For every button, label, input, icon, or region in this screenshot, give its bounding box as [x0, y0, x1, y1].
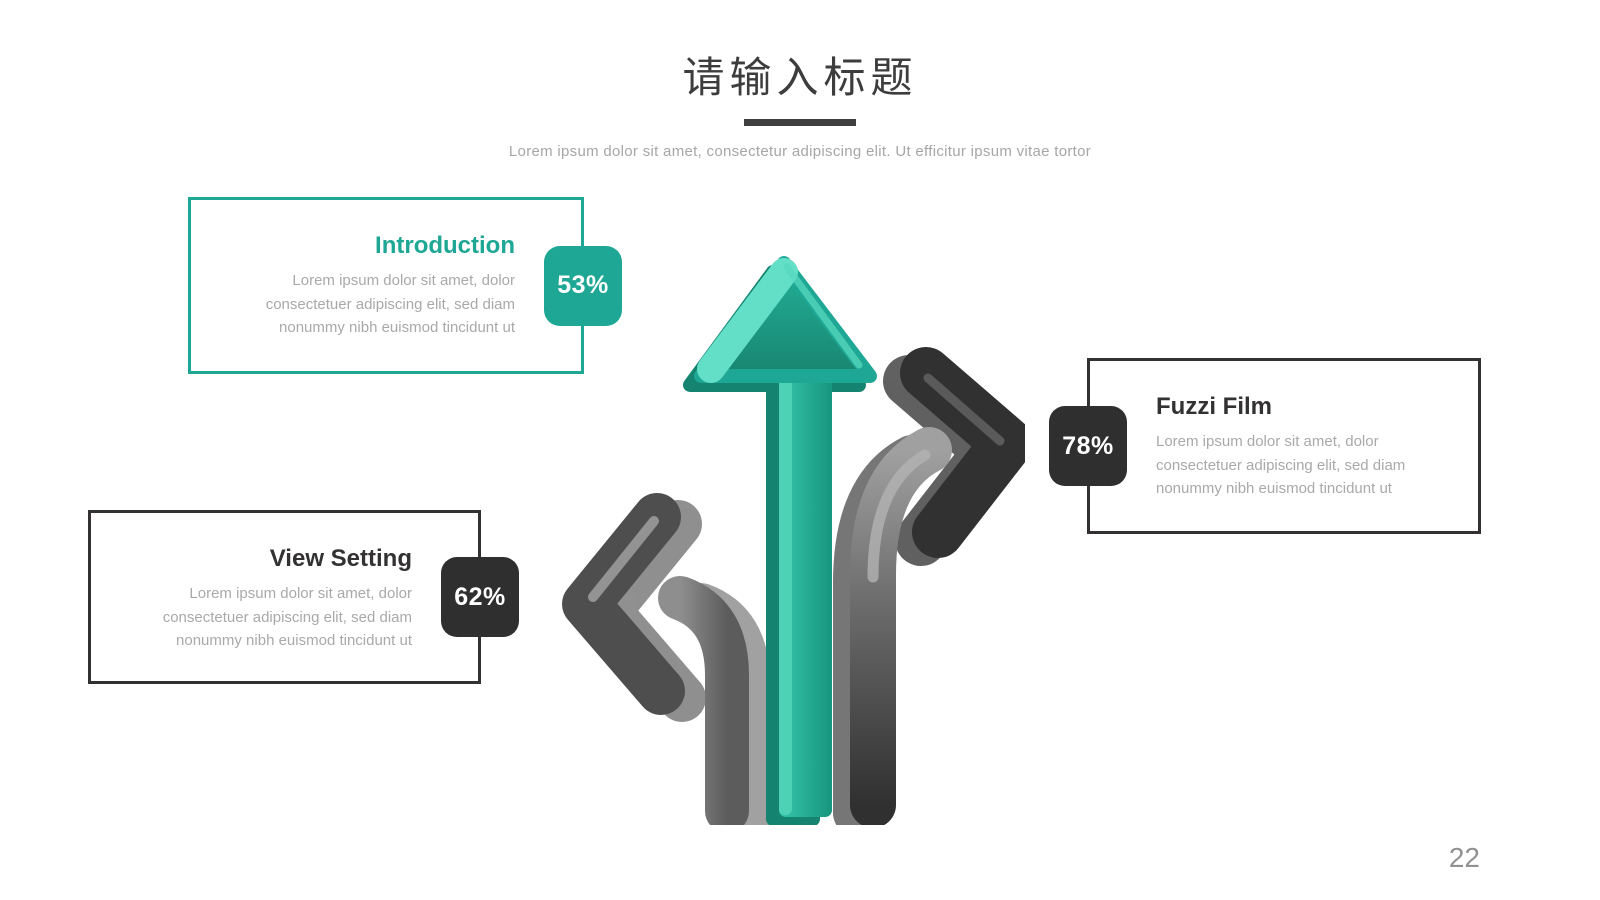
right-arrow-dark [833, 347, 1025, 825]
card-body: Lorem ipsum dolor sit amet, dolor consec… [1156, 433, 1406, 498]
percentage-badge: 78% [1049, 406, 1127, 486]
card-body: Lorem ipsum dolor sit amet, dolor consec… [162, 585, 412, 650]
card-title: Fuzzi Film [1156, 393, 1272, 420]
percentage-badge: 53% [544, 245, 622, 326]
page-title: 请输入标题 [682, 54, 918, 101]
card-introduction: Introduction Lorem ipsum dolor sit amet,… [188, 197, 622, 374]
card-content: View Setting Lorem ipsum dolor sit amet,… [110, 545, 412, 653]
up-arrow-teal [683, 256, 877, 825]
title-underline [744, 119, 856, 126]
card-fuzzi-film: Fuzzi Film Lorem ipsum dolor sit amet, d… [1049, 358, 1481, 534]
percentage-badge: 62% [441, 557, 519, 637]
card-title: View Setting [269, 545, 412, 572]
direction-arrows-graphic [562, 256, 1025, 825]
card-title: Introduction [375, 232, 515, 259]
card-view-setting: View Setting Lorem ipsum dolor sit amet,… [88, 510, 519, 684]
page-number: 22 [1448, 842, 1480, 873]
card-content: Fuzzi Film Lorem ipsum dolor sit amet, d… [1156, 393, 1458, 501]
left-arrow-gray [562, 493, 770, 825]
card-content: Introduction Lorem ipsum dolor sit amet,… [213, 232, 515, 340]
slide-subtitle: Lorem ipsum dolor sit amet, consectetur … [508, 143, 1092, 160]
card-body: Lorem ipsum dolor sit amet, dolor consec… [265, 272, 515, 337]
